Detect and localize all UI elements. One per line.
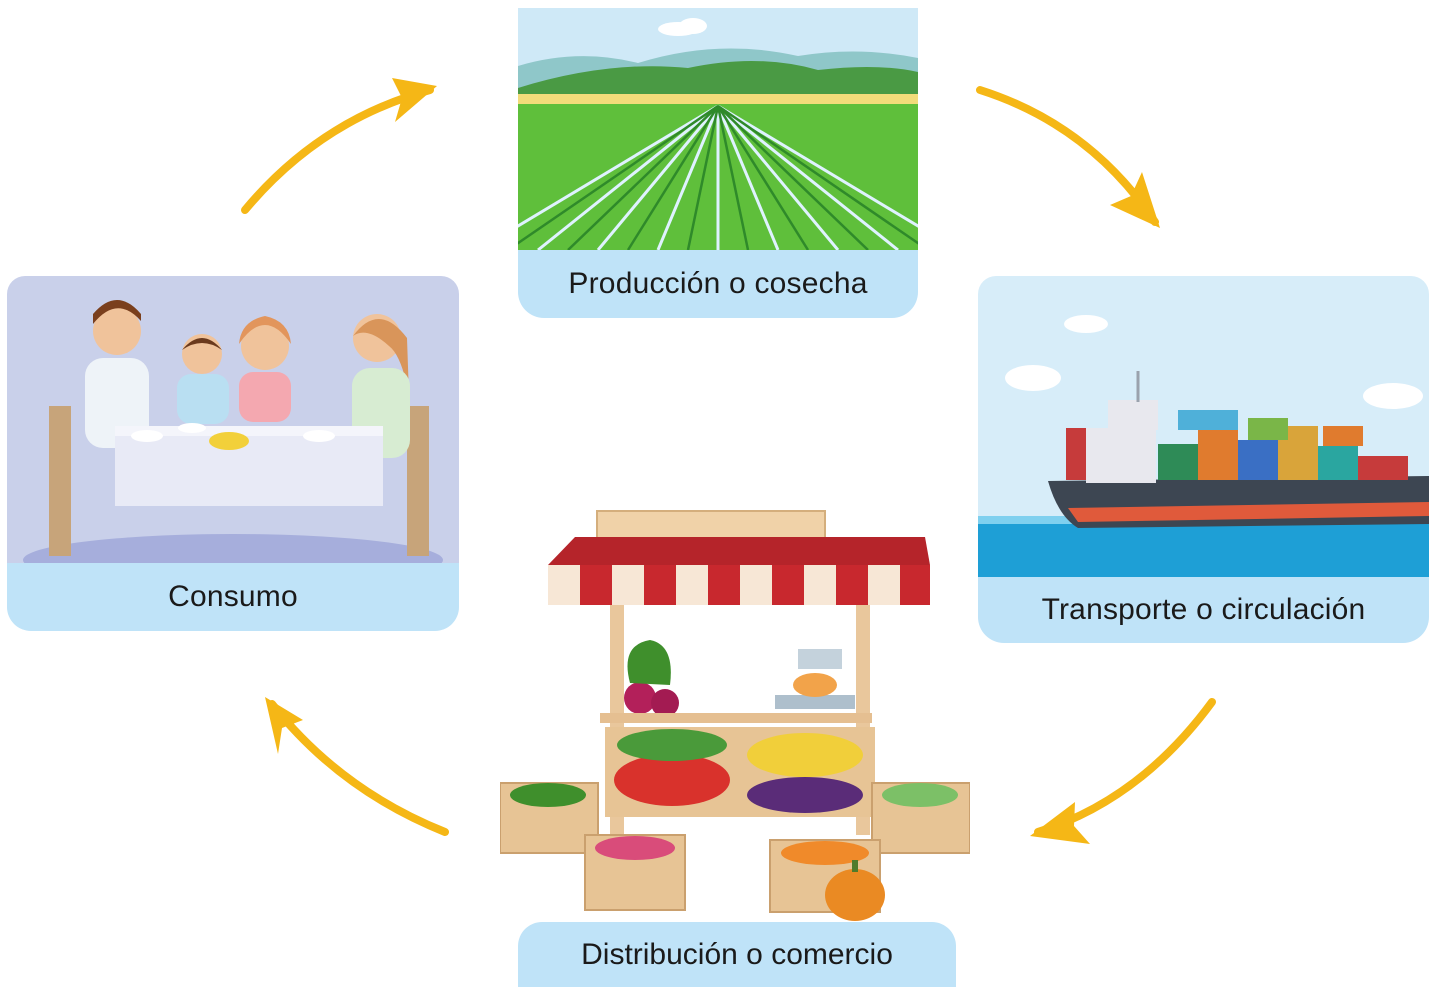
- distribution-label: Distribución o comercio: [518, 922, 956, 987]
- distribution-card: [500, 505, 970, 987]
- family-meal-illustration: [7, 276, 459, 563]
- crop-field-illustration: [518, 8, 918, 250]
- consumption-label: Consumo: [7, 563, 459, 631]
- cargo-ship-illustration: [978, 276, 1429, 577]
- production-card: Producción o cosecha: [518, 8, 918, 318]
- transport-card: Transporte o circulación: [978, 276, 1429, 643]
- market-stall-illustration: [500, 510, 970, 921]
- cycle-arrow-icon: [268, 700, 449, 836]
- transport-label: Transporte o circulación: [978, 577, 1429, 643]
- production-label: Producción o cosecha: [518, 250, 918, 318]
- consumption-card: Consumo: [7, 276, 459, 631]
